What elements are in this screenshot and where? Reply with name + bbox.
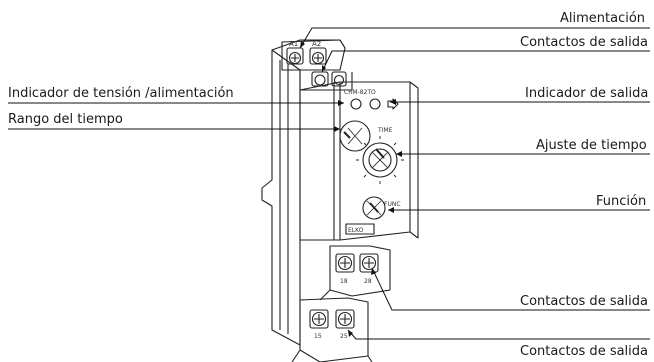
top-terminal-block xyxy=(281,39,353,91)
range-dial xyxy=(339,120,371,152)
label-ajuste-tiempo: Ajuste de tiempo xyxy=(536,138,647,153)
front-panel xyxy=(299,81,419,241)
bottom-terminal-block xyxy=(291,297,373,362)
label-rango-tiempo: Rango del tiempo xyxy=(8,112,123,127)
status-leds xyxy=(350,98,399,110)
terminal-28-label: 28 xyxy=(364,278,372,285)
label-alimentacion: Alimentación xyxy=(560,11,646,26)
leader-contactos-top xyxy=(321,50,650,73)
brand-label: ELKO xyxy=(348,227,364,234)
terminal-a1-label: A1 xyxy=(289,40,298,48)
label-contactos-salida-top: Contactos de salida xyxy=(520,35,649,50)
func-label: FUNC xyxy=(384,201,401,208)
time-adjust-dial xyxy=(356,136,404,184)
terminal-25-label: 25 xyxy=(340,333,348,340)
label-contactos-salida-mid: Contactos de salida xyxy=(520,294,649,309)
middle-terminal-block xyxy=(319,245,391,301)
leader-arrows xyxy=(300,41,402,337)
brand-plate xyxy=(345,223,375,235)
label-funcion: Función xyxy=(596,194,647,209)
function-dial xyxy=(362,196,386,220)
leader-lines xyxy=(8,27,650,340)
terminal-18-label: 18 xyxy=(340,278,348,285)
model-label: CRM-82TO xyxy=(344,89,376,96)
terminal-15-label: 15 xyxy=(314,333,322,340)
label-indicador-tension: Indicador de tensión /alimentación xyxy=(8,86,234,101)
device-markings: A1 A2 CRM-82TO TIME FUNC 18 28 15 25 ELK… xyxy=(289,40,401,340)
leader-contactos-mid xyxy=(371,267,650,311)
label-indicador-salida: Indicador de salida xyxy=(525,86,649,101)
terminal-a2-label: A2 xyxy=(312,40,321,48)
label-contactos-salida-bottom: Contactos de salida xyxy=(520,344,649,359)
time-label: TIME xyxy=(377,127,393,134)
leader-alimentacion xyxy=(299,27,650,49)
leader-contactos-bottom xyxy=(347,329,650,340)
